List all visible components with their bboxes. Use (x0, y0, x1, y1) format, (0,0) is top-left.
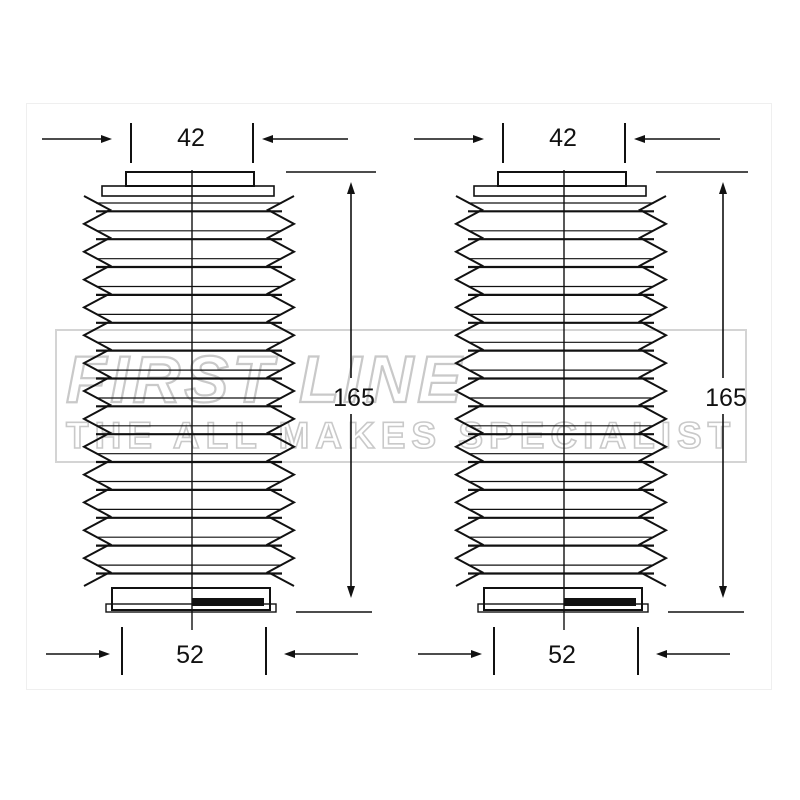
bottom-collar-lip (477, 603, 649, 613)
watermark: FIRST LINE THE ALL MAKES SPECIALIST (55, 329, 747, 463)
bottom-collar-band (192, 598, 264, 606)
top-collar-rim (473, 185, 647, 197)
length-label-right: 165 (705, 384, 747, 412)
bottom-collar-band (564, 598, 636, 606)
top-collar-rim (101, 185, 275, 197)
top-collar (125, 171, 255, 187)
dimensions-right: 42 165 52 (414, 123, 748, 675)
boot-right-outline (453, 195, 669, 587)
bottom-diameter-dim-left: 52 (46, 627, 358, 675)
boot-left-collars (101, 171, 277, 613)
watermark-tagline: THE ALL MAKES SPECIALIST (66, 415, 736, 456)
bottom-diameter-label-left: 52 (176, 641, 204, 669)
boot-right-collars (473, 171, 649, 613)
boot-left-outline (81, 195, 297, 587)
boot-left (81, 170, 297, 630)
length-label-left: 165 (333, 384, 375, 412)
top-diameter-dim-right: 42 (414, 123, 720, 163)
boot-right-ribs (468, 170, 654, 630)
bottom-collar (483, 587, 643, 611)
boot-right (453, 170, 669, 630)
top-diameter-label-left: 42 (177, 124, 205, 152)
bottom-diameter-label-right: 52 (548, 641, 576, 669)
boot-left-ribs (96, 170, 282, 630)
drawing-frame (26, 103, 772, 690)
length-dim-right: 165 (656, 171, 748, 613)
bottom-collar (111, 587, 271, 611)
top-diameter-dim-left: 42 (42, 123, 348, 163)
top-diameter-label-right: 42 (549, 124, 577, 152)
dimensions-left: 42 165 52 (42, 123, 376, 675)
bottom-diameter-dim-right: 52 (418, 627, 730, 675)
length-dim-left: 165 (286, 171, 376, 613)
watermark-box (55, 329, 747, 463)
bottom-collar-lip (105, 603, 277, 613)
top-collar (497, 171, 627, 187)
